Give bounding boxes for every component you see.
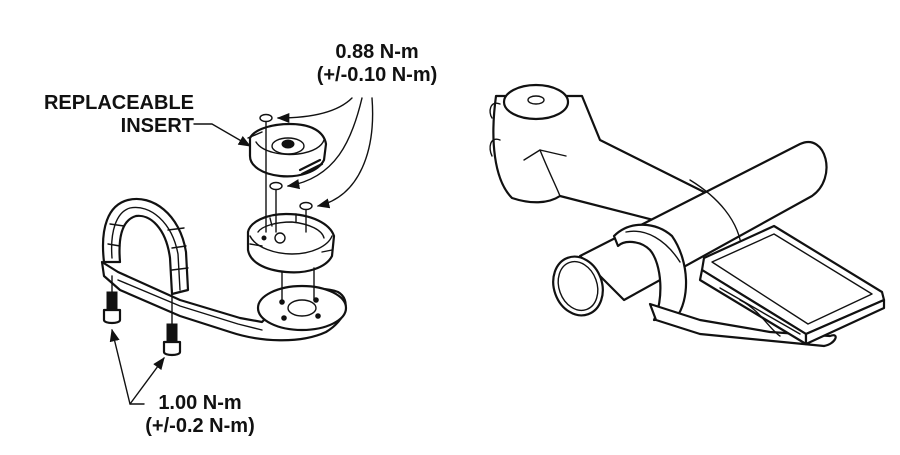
stem	[489, 83, 722, 234]
mount-cradle	[246, 212, 336, 274]
bike-computer	[698, 224, 886, 346]
replaceable-insert-label-line2: INSERT	[120, 115, 194, 137]
clamp-bolts	[102, 275, 182, 357]
clamp-torque-tolerance: (+/-0.2 N-m)	[145, 415, 255, 437]
clamp-torque-label: 1.00 N-m (+/-0.2 N-m)	[130, 392, 270, 438]
leader-arrows	[109, 97, 374, 405]
replaceable-insert	[247, 122, 328, 178]
insert-torque-value: 0.88 N-m	[335, 41, 419, 63]
handlebar	[552, 141, 828, 317]
bar-clamp-bracket	[100, 197, 348, 342]
assembled-view	[489, 83, 886, 348]
replaceable-insert-label: REPLACEABLE INSERT	[22, 92, 194, 138]
clamp-torque-value: 1.00 N-m	[158, 392, 242, 414]
insert-torque-label: 0.88 N-m (+/-0.10 N-m)	[302, 41, 452, 87]
insert-screws	[259, 113, 315, 303]
exploded-view	[100, 97, 374, 405]
insert-torque-tolerance: (+/-0.10 N-m)	[316, 64, 438, 86]
replaceable-insert-label-line1: REPLACEABLE	[43, 92, 194, 114]
